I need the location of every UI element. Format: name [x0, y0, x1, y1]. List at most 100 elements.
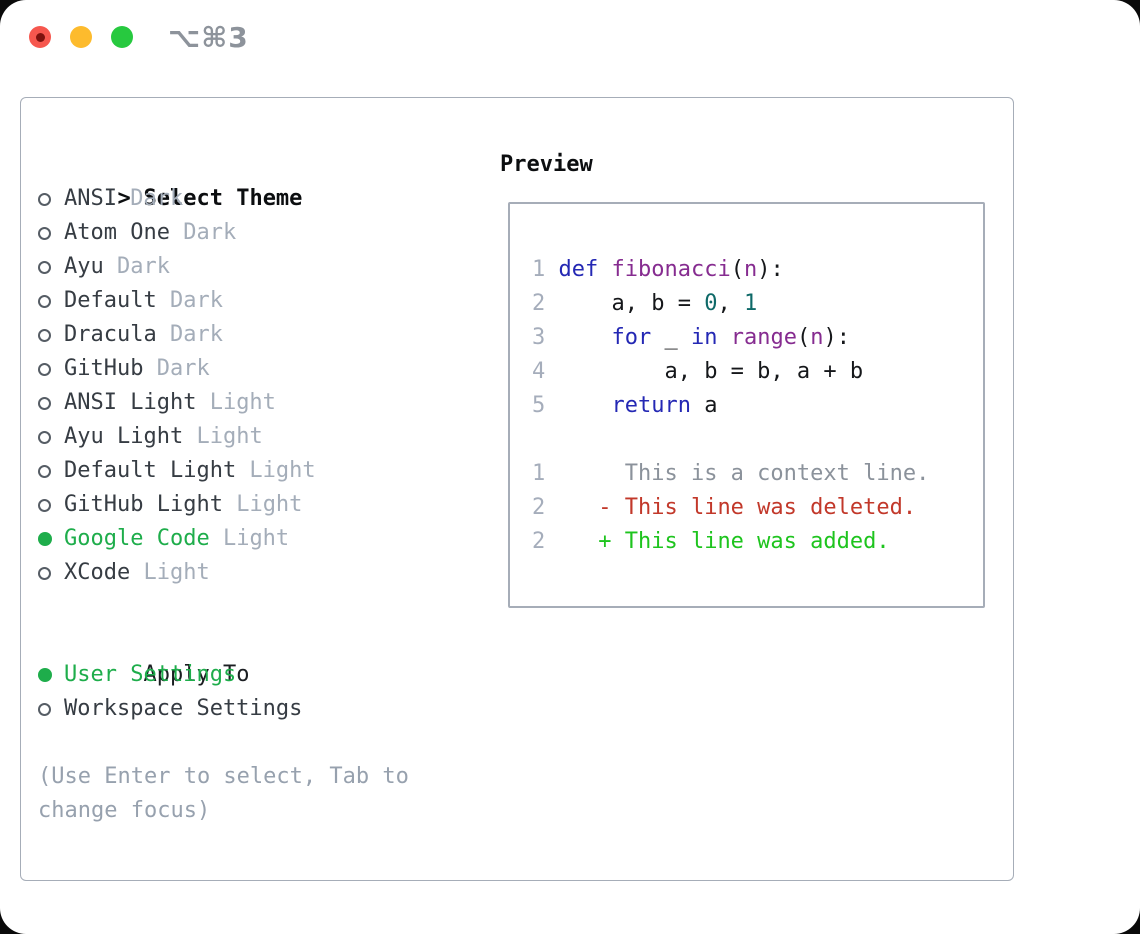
line-number: 2: [532, 291, 559, 316]
theme-variant-label: Dark: [156, 288, 223, 313]
code-segment: _: [651, 325, 691, 350]
theme-item-github[interactable]: GitHub Dark: [38, 352, 316, 386]
theme-variant-label: Light: [130, 560, 210, 585]
theme-list-header: > Select Theme: [38, 148, 316, 211]
theme-item-github-light[interactable]: GitHub Light Light: [38, 488, 316, 522]
apply-option-user-settings[interactable]: User Settings: [38, 658, 302, 692]
theme-item-ansi-light[interactable]: ANSI Light Light: [38, 386, 316, 420]
radio-icon: [38, 318, 64, 352]
close-button[interactable]: [29, 26, 51, 48]
theme-item-label: Atom One: [64, 220, 170, 245]
code-segment: + This line was added.: [558, 529, 890, 554]
theme-item-label: GitHub Light: [64, 492, 223, 517]
theme-item-ayu[interactable]: Ayu Dark: [38, 250, 316, 284]
code-segment: ,: [717, 291, 744, 316]
code-segment: fibonacci: [611, 257, 731, 282]
theme-item-default-light[interactable]: Default Light Light: [38, 454, 316, 488]
theme-variant-label: Dark: [143, 356, 210, 381]
code-segment: This is a context line.: [558, 461, 930, 486]
code-segment: 1: [743, 291, 758, 316]
theme-variant-label: Light: [236, 458, 316, 483]
code-segment: (: [730, 257, 744, 282]
radio-icon: [38, 488, 64, 522]
apply-option-label: Workspace Settings: [64, 696, 303, 721]
apply-option-workspace-settings[interactable]: Workspace Settings: [38, 692, 302, 726]
code-segment: ):: [823, 325, 850, 350]
theme-variant-label: Dark: [169, 220, 237, 245]
code-segment: a, b = b, a + b: [558, 359, 864, 384]
apply-to-title: Apply To: [143, 662, 250, 687]
theme-item-default[interactable]: Default Dark: [38, 284, 316, 318]
code-segment: (: [796, 325, 811, 350]
line-number: 2: [532, 529, 559, 554]
line-number: 5: [532, 393, 559, 418]
theme-item-google-code[interactable]: Google Code Light: [38, 522, 316, 556]
preview-title: Preview: [500, 152, 593, 177]
theme-item-label: Ayu Light: [64, 424, 184, 449]
theme-item-xcode[interactable]: XCode Light: [38, 556, 316, 590]
radio-icon: [38, 692, 64, 726]
code-segment: [559, 393, 612, 418]
theme-item-dracula[interactable]: Dracula Dark: [38, 318, 316, 352]
radio-dot: [38, 532, 52, 546]
radio-icon: [38, 250, 64, 284]
radio-dot: [38, 431, 51, 444]
code-segment: range: [730, 325, 797, 350]
code-segment: n: [810, 325, 824, 350]
zoom-button[interactable]: [111, 26, 133, 48]
radio-dot: [38, 668, 52, 682]
radio-icon: [38, 420, 64, 454]
hint-text: (Use Enter to select, Tab to change focu…: [38, 764, 409, 823]
main-panel: [20, 97, 1014, 881]
code-segment: in: [690, 325, 718, 350]
theme-item-label: GitHub: [64, 356, 144, 381]
theme-item-ansi[interactable]: ANSI Dark: [38, 182, 316, 216]
line-number: 3: [532, 325, 559, 350]
diff-line: 2 - This line was deleted.: [532, 491, 916, 525]
theme-item-label: Default Light: [64, 458, 237, 483]
code-segment: for: [611, 325, 652, 350]
code-line: 5 return a: [532, 389, 717, 423]
code-segment: [717, 325, 730, 350]
code-segment: n: [743, 257, 758, 282]
theme-item-label: Default: [64, 288, 157, 313]
theme-item-ayu-light[interactable]: Ayu Light Light: [38, 420, 316, 454]
theme-variant-label: Dark: [116, 186, 184, 211]
code-line: 1 def fibonacci(n):: [532, 253, 784, 287]
code-segment: 0: [704, 291, 718, 316]
radio-icon: [38, 454, 64, 488]
theme-item-label: Google Code: [64, 526, 210, 551]
minimize-button[interactable]: [70, 26, 92, 48]
code-segment: a: [690, 393, 718, 418]
radio-icon: [38, 556, 64, 590]
theme-variant-label: Light: [196, 390, 276, 415]
theme-item-atom-one[interactable]: Atom One Dark: [38, 216, 316, 250]
theme-variant-label: Light: [209, 526, 290, 551]
theme-variant-label: Light: [183, 424, 263, 449]
radio-dot: [38, 465, 51, 478]
radio-dot: [38, 397, 51, 410]
radio-icon: [38, 352, 64, 386]
theme-variant-label: Light: [222, 492, 303, 517]
code-segment: ):: [757, 257, 784, 282]
selection-prompt-icon: >: [117, 186, 131, 211]
radio-dot: [38, 261, 51, 274]
radio-icon: [38, 284, 64, 318]
code-line: 3 for _ in range(n):: [532, 321, 850, 355]
code-segment: [598, 257, 611, 282]
code-segment: return: [611, 393, 691, 418]
radio-icon: [38, 216, 64, 250]
apply-option-label: User Settings: [64, 662, 237, 687]
radio-dot: [38, 499, 51, 512]
theme-list-title: Select Theme: [143, 186, 303, 211]
radio-icon: [38, 386, 64, 420]
radio-dot: [38, 295, 51, 308]
diff-line: 2 + This line was added.: [532, 525, 890, 559]
radio-dot: [38, 227, 51, 240]
radio-icon: [38, 182, 64, 216]
radio-selected-icon: [38, 658, 64, 692]
